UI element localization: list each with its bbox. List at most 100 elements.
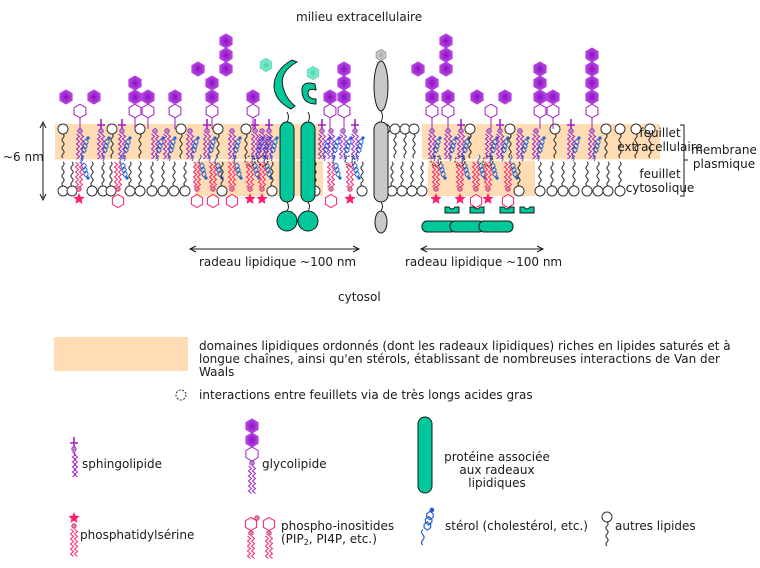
legend-raft-protein-text: protéine associée aux radeaux lipidiques bbox=[444, 450, 550, 490]
raft-width-arrow bbox=[188, 245, 361, 253]
saturated-chain bbox=[591, 133, 597, 160]
sterol bbox=[448, 136, 458, 162]
phosphoinositide-icon-extra-phosphate bbox=[254, 515, 260, 521]
fatty-acid-chain bbox=[618, 133, 622, 159]
saturated-chain bbox=[261, 133, 267, 160]
fatty-acid-chain bbox=[101, 161, 105, 187]
adaptor-protein bbox=[469, 206, 485, 214]
saturated-chain bbox=[113, 161, 119, 188]
saturated-chain bbox=[326, 161, 332, 188]
other-lipid-head bbox=[146, 185, 158, 197]
phosphoinositide-icon-phosphate bbox=[266, 530, 272, 536]
saturated-chain bbox=[342, 133, 348, 160]
saturated-chain bbox=[227, 161, 233, 188]
sterol bbox=[155, 136, 165, 162]
saturated-chain bbox=[487, 161, 493, 188]
phosphatidylserine-icon-chain bbox=[73, 528, 79, 557]
fatty-acid-chain bbox=[109, 161, 113, 187]
sugar-hexagon bbox=[168, 89, 182, 105]
saturated-chain bbox=[250, 133, 256, 160]
other-lipid-head bbox=[396, 185, 408, 197]
fatty-acid-chain bbox=[138, 133, 142, 159]
sterol bbox=[232, 136, 242, 162]
saturated-chain bbox=[459, 161, 465, 188]
cytosol-label: cytosol bbox=[338, 290, 381, 304]
saturated-chain bbox=[121, 133, 127, 160]
saturated-chain bbox=[475, 161, 481, 188]
saturated-chain bbox=[587, 133, 593, 160]
interleaflet-interaction-marker bbox=[344, 155, 356, 167]
saturated-chain bbox=[206, 133, 212, 160]
saturated-chain bbox=[154, 133, 160, 160]
other-lipid-head bbox=[175, 123, 187, 135]
fatty-acid-chain bbox=[420, 161, 424, 187]
fatty-acid-chain bbox=[360, 161, 364, 187]
phosphate-node bbox=[457, 186, 463, 192]
saturated-chain bbox=[75, 133, 81, 160]
fatty-acid-chain bbox=[618, 161, 622, 187]
sterol bbox=[509, 154, 519, 180]
fatty-acid-chain bbox=[561, 161, 565, 187]
other-lipid-head bbox=[66, 185, 78, 197]
other-lipid-head bbox=[504, 123, 516, 135]
sugar-hexagon bbox=[470, 89, 484, 105]
other-lipid-head bbox=[356, 185, 368, 197]
phosphate-node bbox=[152, 128, 158, 134]
saturated-chain bbox=[483, 161, 489, 188]
sterol bbox=[332, 154, 342, 180]
saturated-chain bbox=[196, 161, 202, 188]
phosphate-node bbox=[445, 128, 451, 134]
phosphoinositide-icon-chain bbox=[250, 535, 256, 559]
legend-sterol-text: stérol (cholestérol, etc.) bbox=[445, 519, 588, 533]
saturated-chain bbox=[350, 133, 356, 160]
ligand-hexagon bbox=[375, 48, 387, 62]
saturated-chain bbox=[257, 133, 263, 160]
fatty-acid-chain bbox=[179, 133, 183, 159]
saturated-chain bbox=[570, 133, 576, 160]
sterol bbox=[80, 154, 90, 180]
sugar-hexagon bbox=[439, 61, 453, 77]
phosphate-node bbox=[589, 128, 595, 134]
protein-cytosolic-domain bbox=[276, 210, 298, 232]
saturated-chain bbox=[507, 161, 513, 188]
phosphate-node bbox=[505, 186, 511, 192]
fatty-acid-chain bbox=[61, 133, 65, 159]
saturated-chain bbox=[455, 161, 461, 188]
sterol bbox=[101, 136, 111, 162]
phosphate-node bbox=[164, 128, 170, 134]
phosphatidylserine-head bbox=[244, 193, 256, 204]
other-lipid-head bbox=[389, 123, 401, 135]
sterol-icon bbox=[420, 507, 435, 546]
inositol-head bbox=[111, 193, 125, 209]
saturated-chain bbox=[231, 161, 237, 188]
sugar-hexagon bbox=[585, 47, 599, 63]
phosphoinositide-line2: (PIP2, PI4P, etc.) bbox=[281, 533, 394, 547]
phosphate-node bbox=[115, 186, 121, 192]
raft-protein-icon bbox=[417, 416, 433, 494]
inositol-head bbox=[469, 193, 483, 209]
fatty-acid-chain bbox=[244, 133, 248, 159]
sphingolipid-icon-chain bbox=[71, 451, 77, 478]
phosphate-node bbox=[98, 128, 104, 134]
sterol bbox=[461, 136, 471, 162]
sugar-hexagon bbox=[323, 89, 337, 105]
sugar-hexagon bbox=[337, 61, 351, 77]
saturated-chain bbox=[566, 133, 572, 160]
other-lipid-head bbox=[546, 185, 558, 197]
phosphate-node bbox=[119, 128, 125, 134]
other-lipid-head bbox=[600, 123, 612, 135]
protein-cytosolic-domain bbox=[297, 210, 319, 232]
interleaflet-legend-icon bbox=[175, 389, 187, 401]
glycolipid-icon-sugar bbox=[245, 432, 259, 448]
saturated-chain bbox=[96, 133, 102, 160]
sugar-hexagon bbox=[411, 61, 425, 77]
sugar-hexagon bbox=[439, 33, 453, 49]
sterol bbox=[190, 136, 200, 162]
membrane-proteins bbox=[259, 48, 535, 234]
phosphoinositide-icon-head bbox=[262, 516, 276, 532]
glycolipid-icon-sugar bbox=[245, 418, 259, 434]
fatty-acid-chain bbox=[508, 133, 512, 159]
other-lipid-head bbox=[134, 185, 146, 197]
other-lipid-head bbox=[549, 123, 561, 135]
other-lipid-head bbox=[406, 185, 418, 197]
